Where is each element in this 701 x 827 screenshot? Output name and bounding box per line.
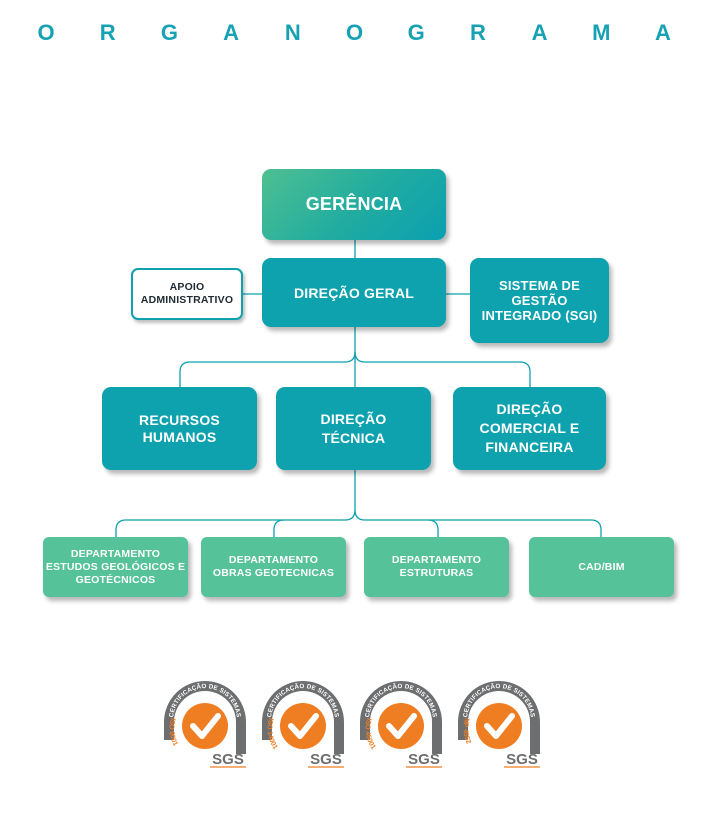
seal-brand: SGS bbox=[212, 751, 244, 768]
title-letter: A bbox=[223, 20, 240, 45]
node-direcao-tecnica: DIREÇÃO TÉCNICA bbox=[276, 387, 431, 470]
node-direcao-geral: DIREÇÃO GERAL bbox=[262, 258, 446, 327]
node-cad-bim: CAD/BIM bbox=[529, 537, 674, 597]
title-letter: R bbox=[469, 20, 486, 45]
title-letter: G bbox=[160, 20, 178, 45]
connector-dep-left bbox=[115, 470, 356, 537]
node-dep-estudos-geologicos: DEPARTAMENTO ESTUDOS GEOLÓGICOS E GEOTÉC… bbox=[43, 537, 188, 597]
title-letter: R bbox=[99, 20, 116, 45]
node-sgi: SISTEMA DE GESTÃO INTEGRADO (SGI) bbox=[470, 258, 609, 343]
connector-dep-obras bbox=[273, 519, 285, 537]
seal-standard: ISO 9001 bbox=[167, 717, 178, 747]
seal-brand: SGS bbox=[310, 751, 342, 768]
seal-standard: ISO 14001 bbox=[265, 717, 278, 751]
title-letter: A bbox=[531, 20, 548, 45]
node-dep-obras-geotecnicas: DEPARTAMENTO OBRAS GEOTECNICAS bbox=[201, 537, 346, 597]
seal-badge bbox=[378, 703, 424, 749]
seal-ring bbox=[164, 681, 246, 754]
check-icon bbox=[288, 713, 319, 739]
seal-ring bbox=[360, 681, 442, 754]
node-apoio-administrativo: APOIO ADMINISTRATIVO bbox=[131, 268, 243, 320]
connector-dep-estruturas bbox=[427, 519, 439, 537]
seal-standard: ISO 45001 bbox=[363, 717, 376, 751]
title-letter: O bbox=[37, 20, 55, 45]
seal-standard: NP 4552 bbox=[461, 717, 471, 745]
seal-brand: SGS bbox=[506, 751, 538, 768]
connector-comercial bbox=[354, 351, 531, 387]
title-letter: G bbox=[407, 20, 425, 45]
title-letter: A bbox=[655, 20, 671, 45]
node-recursos-humanos: RECURSOS HUMANOS bbox=[102, 387, 257, 470]
seal-badge bbox=[476, 703, 522, 749]
seal-ring bbox=[262, 681, 344, 754]
seal-brand: SGS bbox=[408, 751, 440, 768]
check-icon bbox=[386, 713, 417, 739]
check-icon bbox=[190, 713, 221, 739]
node-dep-estruturas: DEPARTAMENTO ESTRUTURAS bbox=[364, 537, 509, 597]
seal-badge bbox=[182, 703, 228, 749]
seal-badge bbox=[280, 703, 326, 749]
connector-dep-right bbox=[354, 509, 602, 537]
check-icon bbox=[484, 713, 515, 739]
title-letter: O bbox=[345, 20, 364, 45]
title-letter: N bbox=[284, 20, 301, 45]
node-gerencia: GERÊNCIA bbox=[262, 169, 446, 240]
seal-ring bbox=[458, 681, 540, 754]
node-direcao-comercial: DIREÇÃO COMERCIAL E FINANCEIRA bbox=[453, 387, 606, 470]
connector-rh bbox=[179, 327, 356, 387]
title-letter: M bbox=[592, 20, 611, 45]
